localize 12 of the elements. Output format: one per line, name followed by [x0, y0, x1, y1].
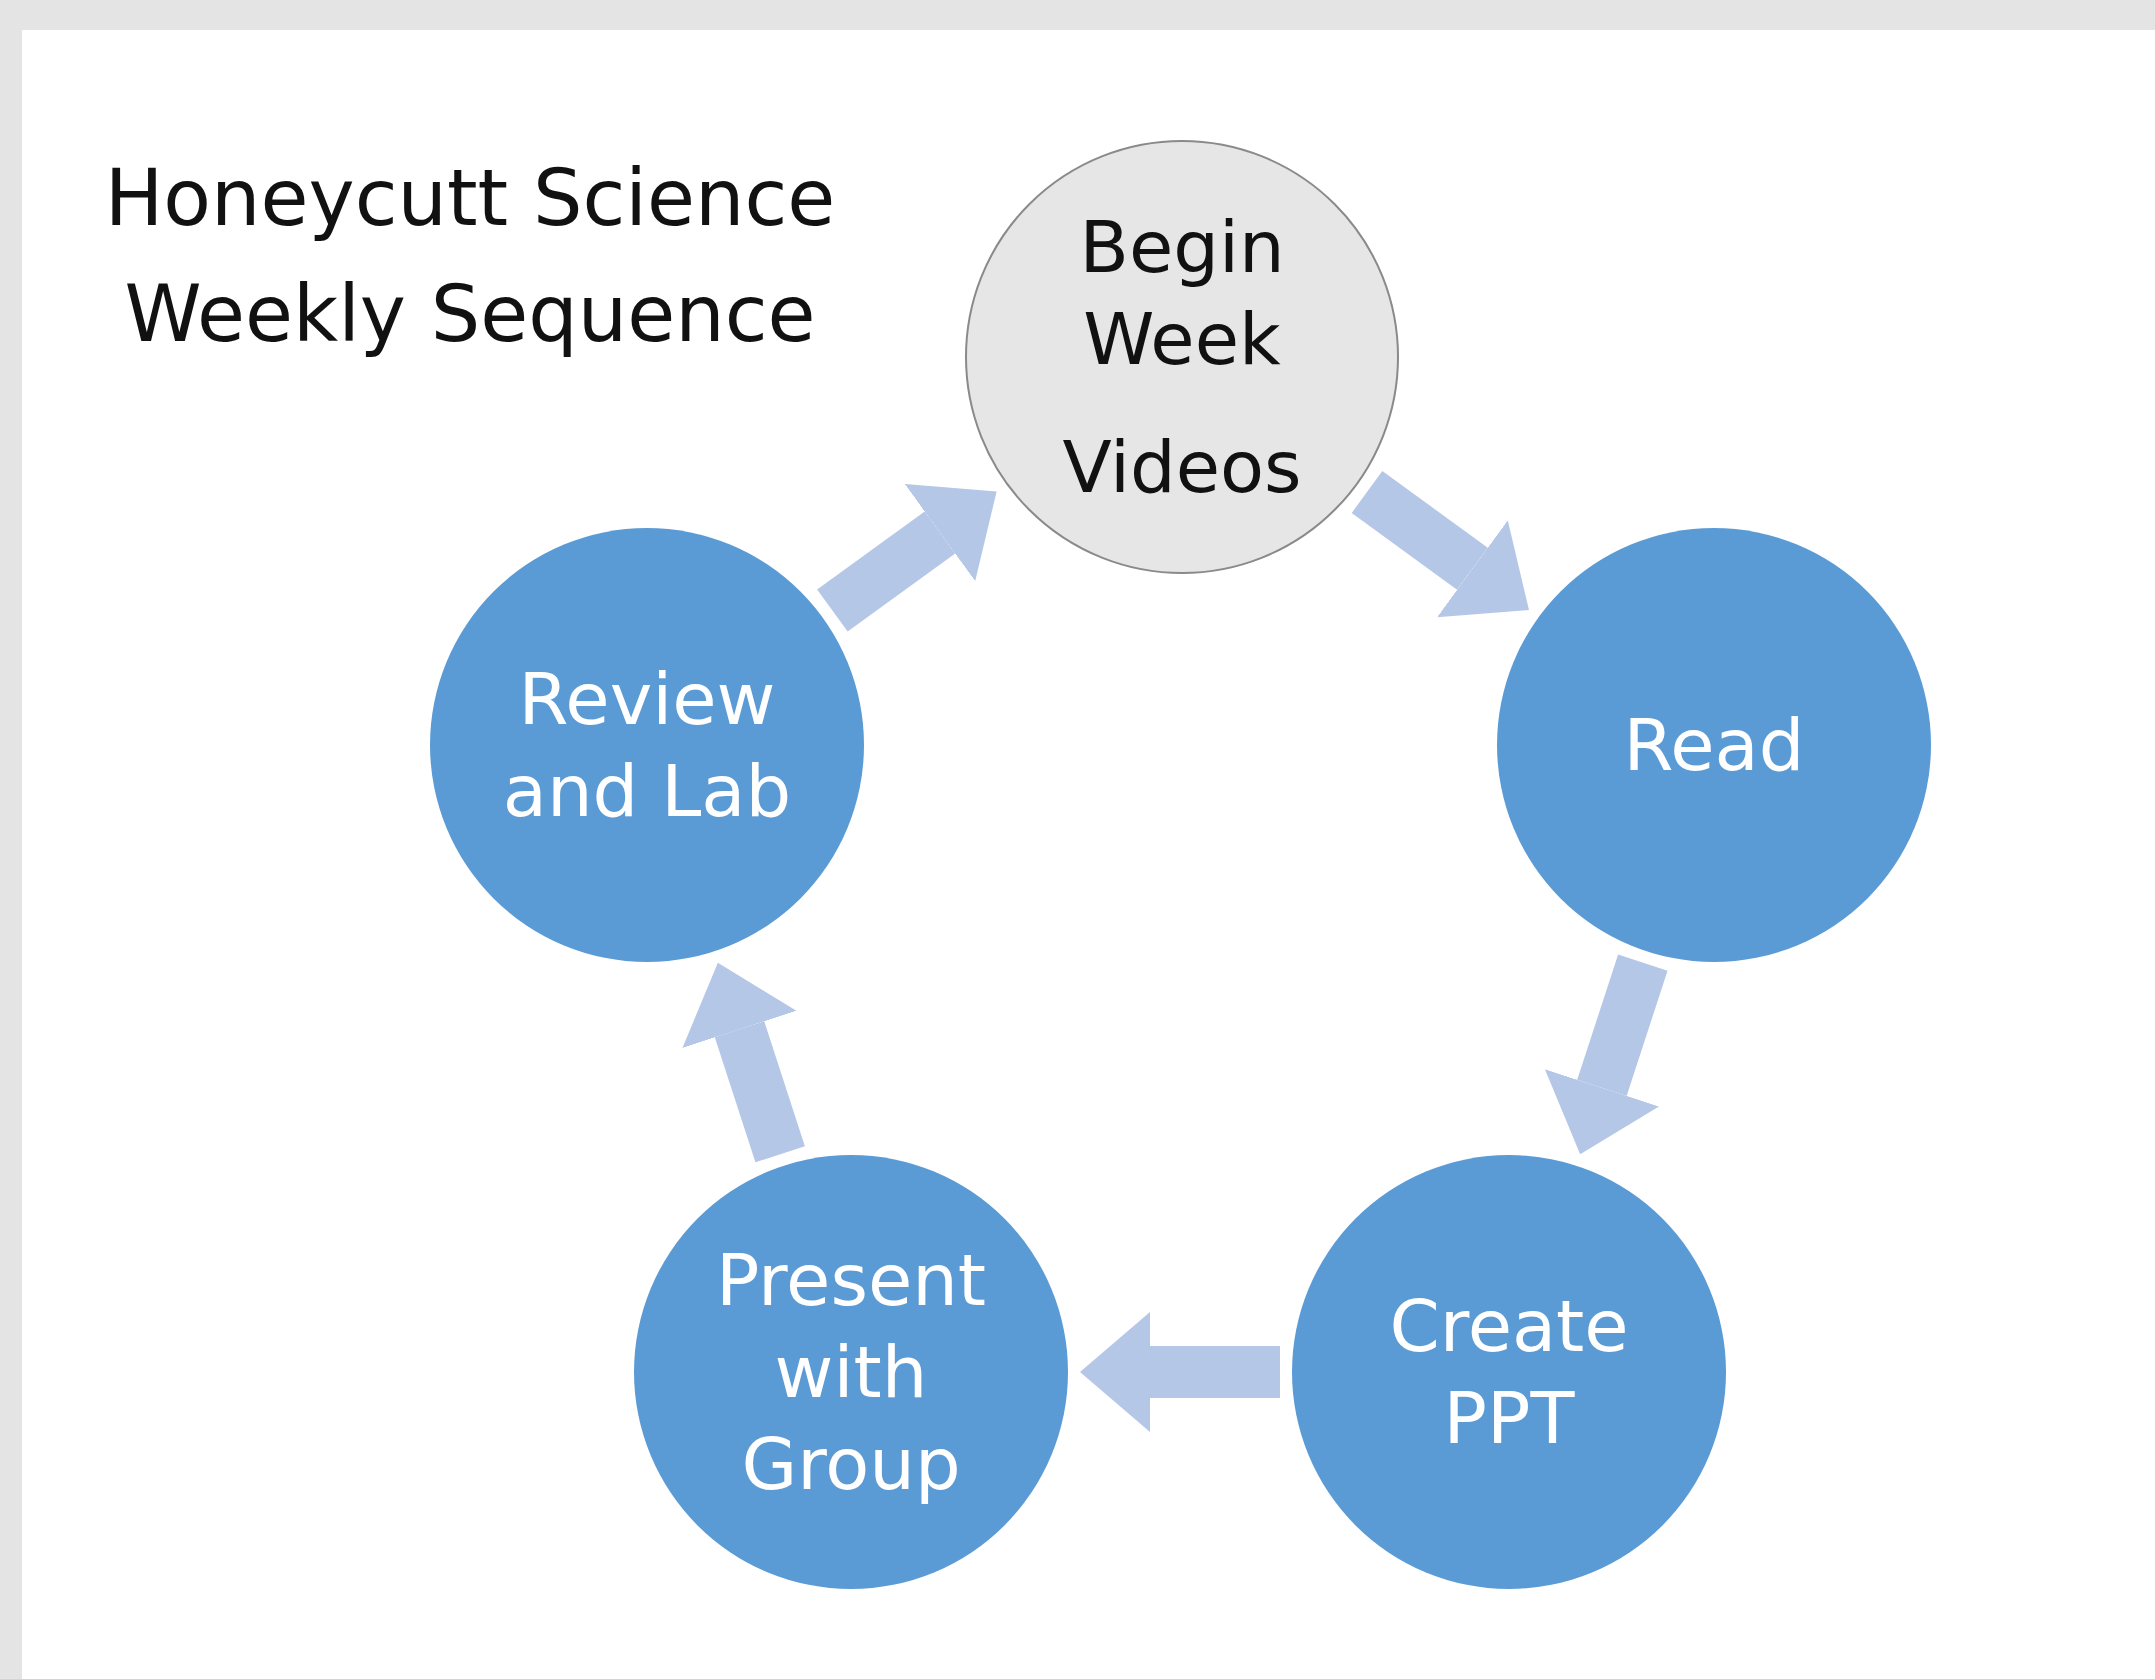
step-label: Read: [1623, 702, 1805, 789]
diagram-title: Honeycutt Science Weekly Sequence: [103, 152, 837, 361]
step-label: Videos: [1062, 424, 1302, 511]
block-arrow: [1351, 470, 1529, 618]
step-label: Create PPT: [1388, 1283, 1630, 1462]
block-arrow: [682, 962, 805, 1163]
block-arrow: [817, 483, 997, 632]
step-label: Review and Lab: [501, 656, 793, 835]
step-label: Present with Group: [714, 1237, 988, 1508]
step-label: Begin Week: [1078, 204, 1286, 383]
block-arrow: [1080, 1312, 1280, 1432]
block-arrow: [1544, 954, 1668, 1155]
